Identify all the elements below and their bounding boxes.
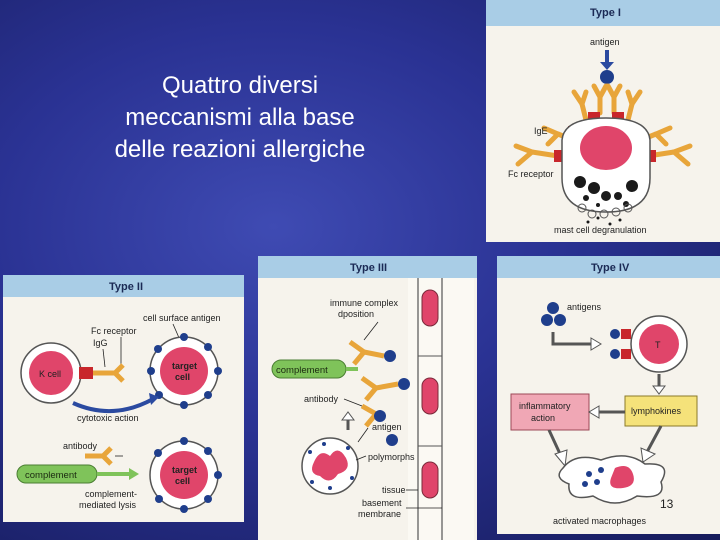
type-4-panel: Type IV antigens T inflammatory action l… [497,256,720,534]
type-3-title: Type III [350,262,388,274]
complement-lysis-label-2: mediated lysis [79,500,137,510]
polymorphs-label: polymorphs [368,452,415,462]
ige-antibodies [513,83,693,167]
type-3-panel: Type III immune complex dposition [258,256,477,540]
degranulation-label: mast cell degranulation [554,225,647,235]
type-3-header: Type III [258,256,477,278]
basement-membrane-label-1: basement [362,498,402,508]
cytotoxic-action-label: cytotoxic action [77,413,139,423]
tissue-label: tissue [382,485,406,495]
cell-surface-antigen-label: cell surface antigen [143,313,221,323]
antibody-label: antibody [304,394,339,404]
title-line-1: Quattro diversi [161,72,319,99]
ige-label: IgE [534,126,548,136]
slide-title: Quattro diversi meccanismi alla base del… [30,70,450,166]
fc-receptor-label: Fc receptor [508,169,554,179]
antibody-label: antibody [63,441,98,451]
type-1-header: Type I [486,0,720,26]
basement-membrane-label-2: membrane [358,509,401,519]
type-4-header: Type IV [497,256,720,278]
immune-complex-label-1: immune complex [330,298,399,308]
complement-lysis-label-1: complement- [85,489,137,499]
page-number: 13 [660,497,674,511]
antigen-label: antigen [372,422,402,432]
k-cell-nucleus [29,351,73,395]
type-2-title: Type II [109,281,144,293]
antigen-label: antigen [590,37,620,47]
immune-complexes [348,339,399,428]
type-4-diagram: antigens T inflammatory action lymphokin… [510,302,698,526]
cytotoxic-arrow [72,397,154,413]
immune-complex-label-2: dposition [338,309,374,319]
inflammatory-label-2: action [531,413,555,423]
antigens [541,302,566,326]
fc-receptor-label: Fc receptor [91,326,137,336]
type-1-diagram: antigen [508,37,693,235]
antigens-label: antigens [567,302,602,312]
type-1-panel: Type I antigen [486,0,720,242]
inflammatory-label-1: inflammatory [519,401,571,411]
granules [574,176,638,207]
complement-label: complement [25,470,77,481]
title-line-2: meccanismi alla base [125,104,355,131]
type-2-diagram: cell surface antigen Fc receptor IgG K c… [16,313,222,513]
type-4-title: Type IV [591,262,630,274]
svg-text:target: target [172,361,197,371]
igg-label: IgG [93,338,108,348]
type-2-header: Type II [3,275,244,297]
svg-text:target: target [172,465,197,475]
title-line-3: delle reazioni allergiche [114,136,366,163]
activated-macrophages-label: activated macrophages [553,516,647,526]
svg-text:cell: cell [175,476,190,486]
lymphokines-label: lymphokines [631,406,682,416]
lymphokines-box [624,395,698,427]
tissue-cell [421,289,439,327]
type-3-diagram: immune complex dposition complement anti… [271,278,474,540]
type-2-panel: Type II cell surface antigen Fc receptor… [3,275,244,522]
mast-cell-nucleus [580,126,632,170]
type-1-title: Type I [590,7,621,19]
complement-label: complement [276,365,328,376]
t-cell-label: T [655,340,661,350]
inflammatory-action-box [510,393,590,431]
k-cell-label: K cell [39,369,61,379]
antigen-dot [600,70,614,84]
svg-text:cell: cell [175,372,190,382]
released-granules [577,203,633,219]
